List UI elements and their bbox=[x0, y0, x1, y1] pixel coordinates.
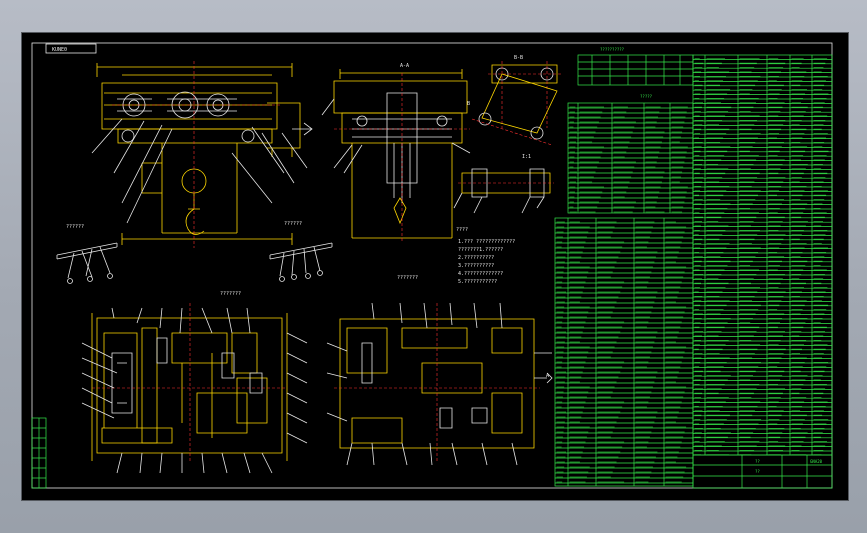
svg-text:???????: ??????? bbox=[220, 291, 241, 297]
svg-text:I:1: I:1 bbox=[522, 154, 531, 160]
svg-text:4.?????????????: 4.????????????? bbox=[458, 271, 503, 277]
tag-box bbox=[45, 43, 97, 54]
parts-list-right bbox=[692, 54, 833, 456]
hoist-side-view bbox=[91, 61, 313, 248]
svg-text:?????: ????? bbox=[640, 94, 653, 99]
svg-text:GNA20: GNA20 bbox=[810, 459, 823, 464]
svg-text:1.??? ?????????????: 1.??? ????????????? bbox=[458, 239, 515, 245]
revision-strip bbox=[31, 417, 47, 489]
view-title-a: A-A bbox=[400, 63, 409, 69]
svg-text:??????: ?????? bbox=[284, 221, 302, 227]
svg-text:??: ?? bbox=[755, 459, 760, 464]
trolley-plan-view: ??????? bbox=[81, 291, 308, 474]
hoist-end-view: A-A B bbox=[321, 63, 471, 243]
svg-text:???????1.??????: ???????1.?????? bbox=[458, 247, 503, 253]
svg-text:3.??????????: 3.?????????? bbox=[458, 263, 494, 269]
notes-title: ???? bbox=[456, 227, 468, 233]
svg-text:???????: ??????? bbox=[397, 275, 418, 281]
kinematic-table: ?????????? bbox=[577, 47, 694, 86]
technical-notes: ???? 1.??? ????????????? ???????1.??????… bbox=[456, 227, 515, 285]
parts-table-mid: ????? bbox=[567, 94, 694, 214]
parts-table-lower bbox=[554, 217, 694, 487]
cad-viewport[interactable]: KUNE0 A-A bbox=[21, 32, 849, 501]
b-b-detail-view: B-B bbox=[471, 55, 562, 146]
svg-text:??????????: ?????????? bbox=[600, 47, 625, 52]
shaft-detail-left: ?????? bbox=[56, 224, 118, 284]
svg-text:A: A bbox=[546, 373, 549, 379]
svg-text:5.???????????: 5.??????????? bbox=[458, 279, 497, 285]
tag-label: KUNE0 bbox=[52, 47, 67, 53]
hoist-mechanism-plan-view: ??????? A bbox=[326, 275, 553, 466]
svg-text:??: ?? bbox=[755, 469, 760, 474]
svg-text:??????: ?????? bbox=[66, 224, 84, 230]
cad-drawing: KUNE0 A-A bbox=[31, 42, 833, 489]
title-block: ?? ?? GNA20 bbox=[692, 454, 833, 489]
view-title-b: B-B bbox=[514, 55, 523, 61]
svg-text:B: B bbox=[467, 101, 470, 107]
coupling-detail: I:1 bbox=[453, 154, 554, 214]
shaft-detail-right: ?????? bbox=[269, 221, 333, 282]
svg-text:2.??????????: 2.?????????? bbox=[458, 255, 494, 261]
